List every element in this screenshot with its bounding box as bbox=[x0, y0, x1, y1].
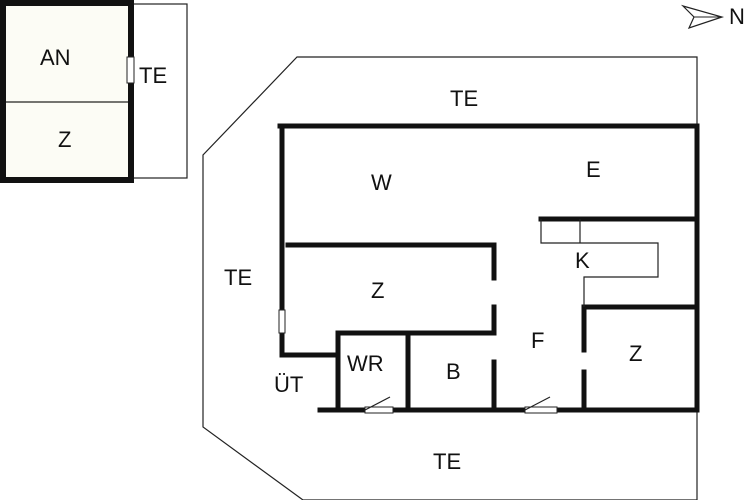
room-label-te-left: TE bbox=[224, 265, 252, 290]
annex-interior bbox=[3, 3, 131, 180]
room-label-z-annex: Z bbox=[58, 127, 71, 152]
room-label-z-mid: Z bbox=[371, 278, 384, 303]
room-label-te-bottom: TE bbox=[433, 449, 461, 474]
room-label-f: F bbox=[531, 328, 544, 353]
door-main bbox=[524, 396, 558, 414]
room-label-te-top: TE bbox=[450, 86, 478, 111]
room-label-ut: ÜT bbox=[274, 372, 303, 397]
room-label-k: K bbox=[575, 248, 590, 273]
terrace-outline bbox=[202, 56, 698, 500]
room-label-b: B bbox=[446, 359, 461, 384]
kitchen-counter bbox=[540, 219, 659, 307]
room-label-e: E bbox=[586, 157, 601, 182]
annex-terrace-area bbox=[130, 3, 188, 179]
annex-outer-walls bbox=[0, 0, 134, 183]
annex-building bbox=[0, 0, 188, 183]
compass-label: N bbox=[729, 4, 745, 29]
door-ut bbox=[364, 396, 394, 414]
compass: N bbox=[680, 4, 745, 30]
room-label-te-annex: TE bbox=[139, 63, 167, 88]
room-label-z-right: Z bbox=[629, 341, 642, 366]
room-label-w: W bbox=[371, 170, 392, 195]
room-label-wr: WR bbox=[347, 351, 384, 376]
main-house-walls bbox=[277, 123, 700, 413]
room-label-an: AN bbox=[40, 45, 71, 70]
annex-door bbox=[126, 56, 135, 84]
window-left bbox=[278, 309, 286, 334]
